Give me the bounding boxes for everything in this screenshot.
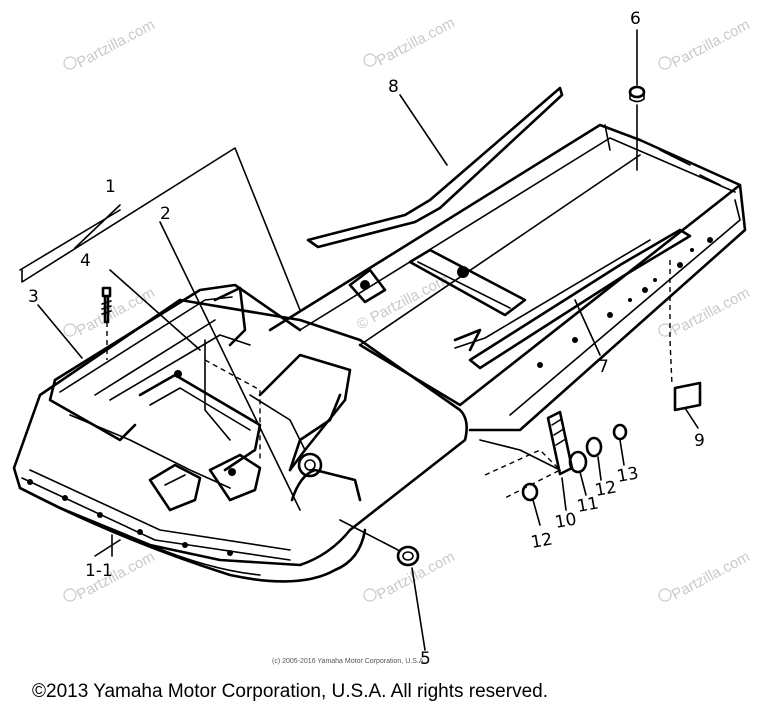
callout-10: 10 bbox=[553, 509, 578, 532]
callout-11: 11 bbox=[575, 493, 600, 516]
watermark-text: Partzilla.com bbox=[669, 284, 753, 339]
small-copyright: (c) 2005-2016 Yamaha Motor Corporation, … bbox=[272, 658, 425, 665]
callout-8: 8 bbox=[388, 77, 399, 97]
watermark-text: Partzilla.com bbox=[669, 16, 753, 71]
part-7-rail bbox=[468, 228, 692, 370]
callout-1-1: 1-1 bbox=[85, 561, 113, 581]
part-4-bolt bbox=[101, 286, 112, 360]
watermark-text: Partzilla.com bbox=[74, 16, 158, 71]
callout-6: 6 bbox=[630, 9, 641, 29]
watermark-logo: Partzilla.com bbox=[363, 14, 458, 70]
rivet-row bbox=[537, 237, 713, 368]
part-8-strip bbox=[306, 86, 564, 249]
chassis-dots bbox=[27, 479, 233, 556]
callout-1: 1 bbox=[105, 177, 116, 197]
callout-13: 13 bbox=[615, 463, 640, 486]
callout-4: 4 bbox=[80, 251, 91, 271]
frame-body bbox=[12, 123, 747, 583]
watermark-center-text: © Partzilla.com bbox=[354, 271, 451, 333]
watermark-logo: Partzilla.com bbox=[658, 16, 753, 72]
copyright-notice: ©2013 Yamaha Motor Corporation, U.S.A. A… bbox=[32, 681, 548, 702]
watermark-text: Partzilla.com bbox=[374, 14, 458, 69]
callout-2: 2 bbox=[160, 204, 171, 224]
callout-3: 3 bbox=[28, 287, 39, 307]
callout-12-upper: 12 bbox=[593, 477, 618, 500]
watermark-logo: Partzilla.com bbox=[63, 16, 158, 72]
part-6-cap bbox=[628, 29, 646, 171]
callout-7: 7 bbox=[598, 357, 609, 377]
watermark-text: Partzilla.com bbox=[669, 548, 753, 603]
watermark-logo: Partzilla.com bbox=[658, 548, 753, 604]
parts-10-13-assembly bbox=[479, 410, 628, 502]
part-5-grommet bbox=[339, 519, 426, 651]
watermark-logo: Partzilla.com bbox=[363, 548, 458, 604]
watermark-text: Partzilla.com bbox=[74, 284, 158, 339]
leader-lines bbox=[19, 94, 699, 557]
callout-9: 9 bbox=[694, 431, 705, 451]
callout-12-lower: 12 bbox=[529, 529, 554, 552]
callout-5: 5 bbox=[420, 649, 431, 669]
callouts: 1 2 3 4 5 6 7 8 9 10 11 12 12 13 1-1 bbox=[28, 9, 705, 669]
part-9-plate bbox=[669, 260, 702, 412]
